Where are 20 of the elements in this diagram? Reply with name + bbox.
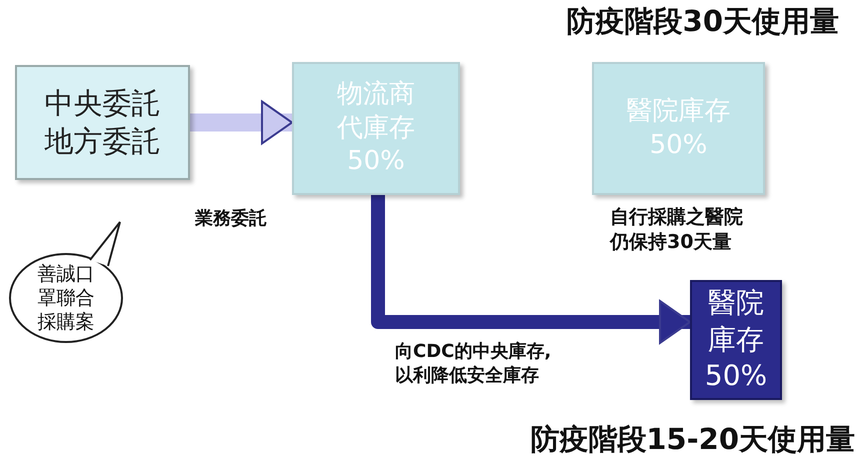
stage-heading: 防疫階段15-20天使用量 bbox=[530, 421, 855, 458]
arrow bbox=[190, 100, 293, 144]
stage-heading: 防疫階段30天使用量 bbox=[566, 3, 839, 40]
note-text: 自行採購之醫院仍保持30天量 bbox=[610, 205, 744, 254]
process-box bbox=[15, 65, 190, 180]
process-box bbox=[292, 62, 460, 195]
box-text: 醫院 bbox=[708, 285, 764, 322]
box-text: 地方委託 bbox=[44, 122, 160, 160]
box-text: 物流商 bbox=[337, 78, 415, 111]
process-box bbox=[690, 280, 782, 400]
box-text: 50% bbox=[650, 128, 708, 162]
box-text: 庫存 bbox=[708, 322, 764, 358]
bubble-text: 善誠口罩聯合採購案 bbox=[36, 263, 96, 335]
process-box bbox=[592, 62, 765, 195]
box-text: 醫院庫存 bbox=[626, 94, 730, 128]
box-text: 50% bbox=[704, 358, 768, 394]
box-text: 代庫存 bbox=[337, 112, 415, 145]
arrow bbox=[371, 195, 691, 344]
box-text: 50% bbox=[347, 145, 405, 178]
box-text: 中央委託 bbox=[44, 84, 160, 122]
